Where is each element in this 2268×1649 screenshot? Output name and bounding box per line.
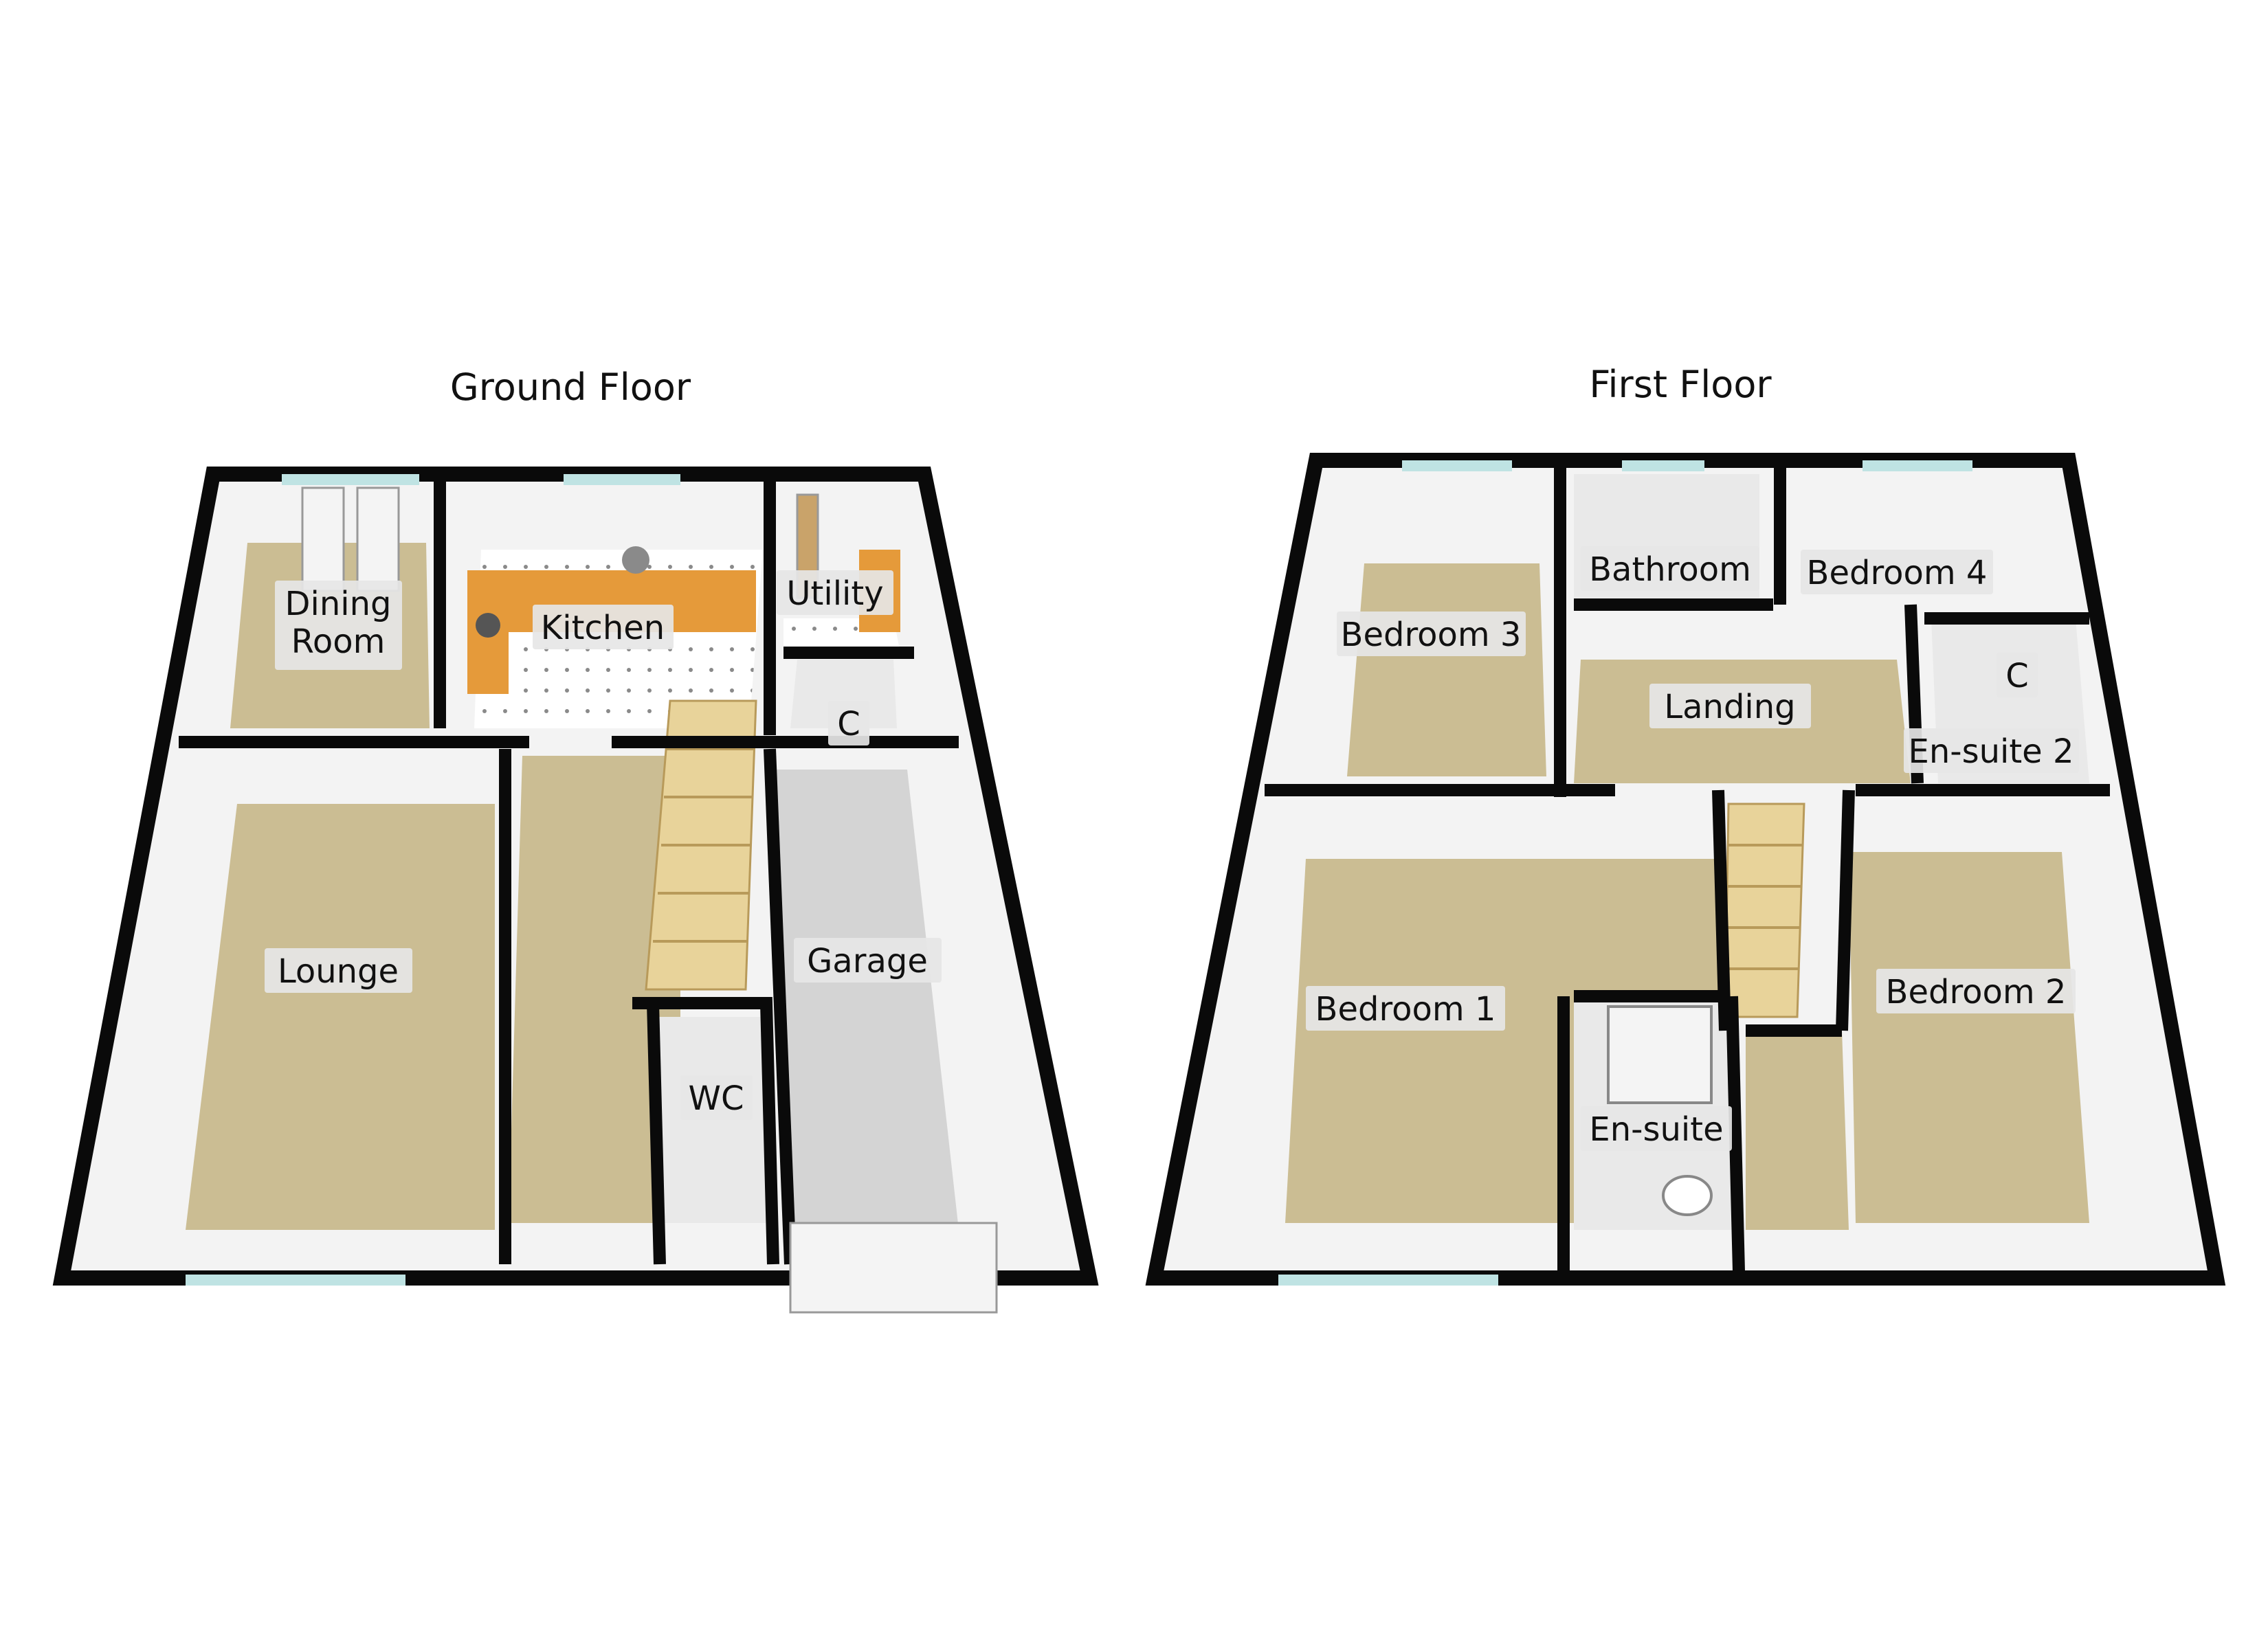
room-label-utility: Utility — [777, 570, 893, 615]
room-label-garage: Garage — [794, 938, 942, 983]
hob-icon — [476, 613, 500, 638]
room-label-cupboard: C — [828, 701, 869, 745]
sink-icon — [622, 546, 649, 574]
room-label-bathroom: Bathroom — [1581, 546, 1759, 591]
first-stairs — [1724, 803, 1805, 1018]
svg-text:C: C — [837, 705, 860, 743]
svg-text:Dining: Dining — [285, 585, 392, 623]
room-label-wc: WC — [680, 1075, 753, 1120]
svg-text:C: C — [2005, 657, 2029, 695]
svg-text:Room: Room — [291, 622, 386, 661]
room-label-bedroom4: Bedroom 4 — [1801, 550, 1993, 594]
svg-text:Kitchen: Kitchen — [541, 609, 665, 647]
garage-floor — [777, 770, 959, 1230]
landing-lower-floor — [1746, 1031, 1849, 1230]
room-label-ensuite: En-suite — [1581, 1106, 1732, 1151]
svg-text:Garage: Garage — [807, 942, 928, 980]
svg-text:Landing: Landing — [1664, 688, 1795, 726]
first-floor: First Floor — [1145, 363, 2226, 1286]
shower-enclosure — [1607, 1005, 1713, 1104]
room-label-bedroom3: Bedroom 3 — [1337, 612, 1526, 656]
room-label-dining: Dining Room — [275, 581, 402, 670]
ground-floor-title: Ground Floor — [450, 366, 691, 409]
svg-text:En-suite: En-suite — [1589, 1110, 1723, 1149]
ground-interior-walls — [179, 481, 959, 1265]
svg-text:Bedroom 1: Bedroom 1 — [1315, 990, 1496, 1029]
svg-text:Bathroom: Bathroom — [1589, 550, 1751, 589]
ground-floor: Ground Floor — [52, 366, 1099, 1314]
room-label-ensuite2: En-suite 2 — [1904, 728, 2079, 773]
room-label-bedroom2: Bedroom 2 — [1876, 969, 2076, 1013]
cupboard-floor — [790, 660, 897, 728]
room-label-landing: Landing — [1649, 684, 1811, 728]
garage-door — [789, 1222, 998, 1314]
ground-stairs — [645, 699, 757, 991]
ground-windows — [186, 474, 680, 1286]
bedroom2-floor — [1849, 852, 2089, 1223]
first-floor-title: First Floor — [1589, 363, 1772, 406]
room-label-cupboard-first: C — [1997, 653, 2038, 697]
ground-doors — [301, 486, 998, 1314]
svg-text:En-suite 2: En-suite 2 — [1909, 732, 2074, 771]
svg-text:WC: WC — [689, 1079, 744, 1118]
svg-text:Bedroom 2: Bedroom 2 — [1886, 973, 2067, 1011]
svg-text:Bedroom 3: Bedroom 3 — [1341, 616, 1522, 654]
room-label-kitchen: Kitchen — [533, 605, 674, 649]
hall-floor — [509, 756, 680, 1223]
room-label-bedroom1: Bedroom 1 — [1306, 986, 1505, 1031]
first-windows — [1278, 460, 1972, 1286]
svg-text:Lounge: Lounge — [278, 952, 399, 991]
bedroom3-floor — [1347, 563, 1546, 776]
first-interior-walls — [1265, 467, 2110, 1272]
svg-text:Utility: Utility — [786, 574, 883, 613]
svg-text:Bedroom 4: Bedroom 4 — [1807, 554, 1988, 592]
room-label-lounge: Lounge — [265, 948, 412, 993]
bedroom4-floor — [1801, 474, 2034, 618]
toilet-icon — [1662, 1175, 1713, 1216]
lounge-floor — [186, 804, 495, 1230]
